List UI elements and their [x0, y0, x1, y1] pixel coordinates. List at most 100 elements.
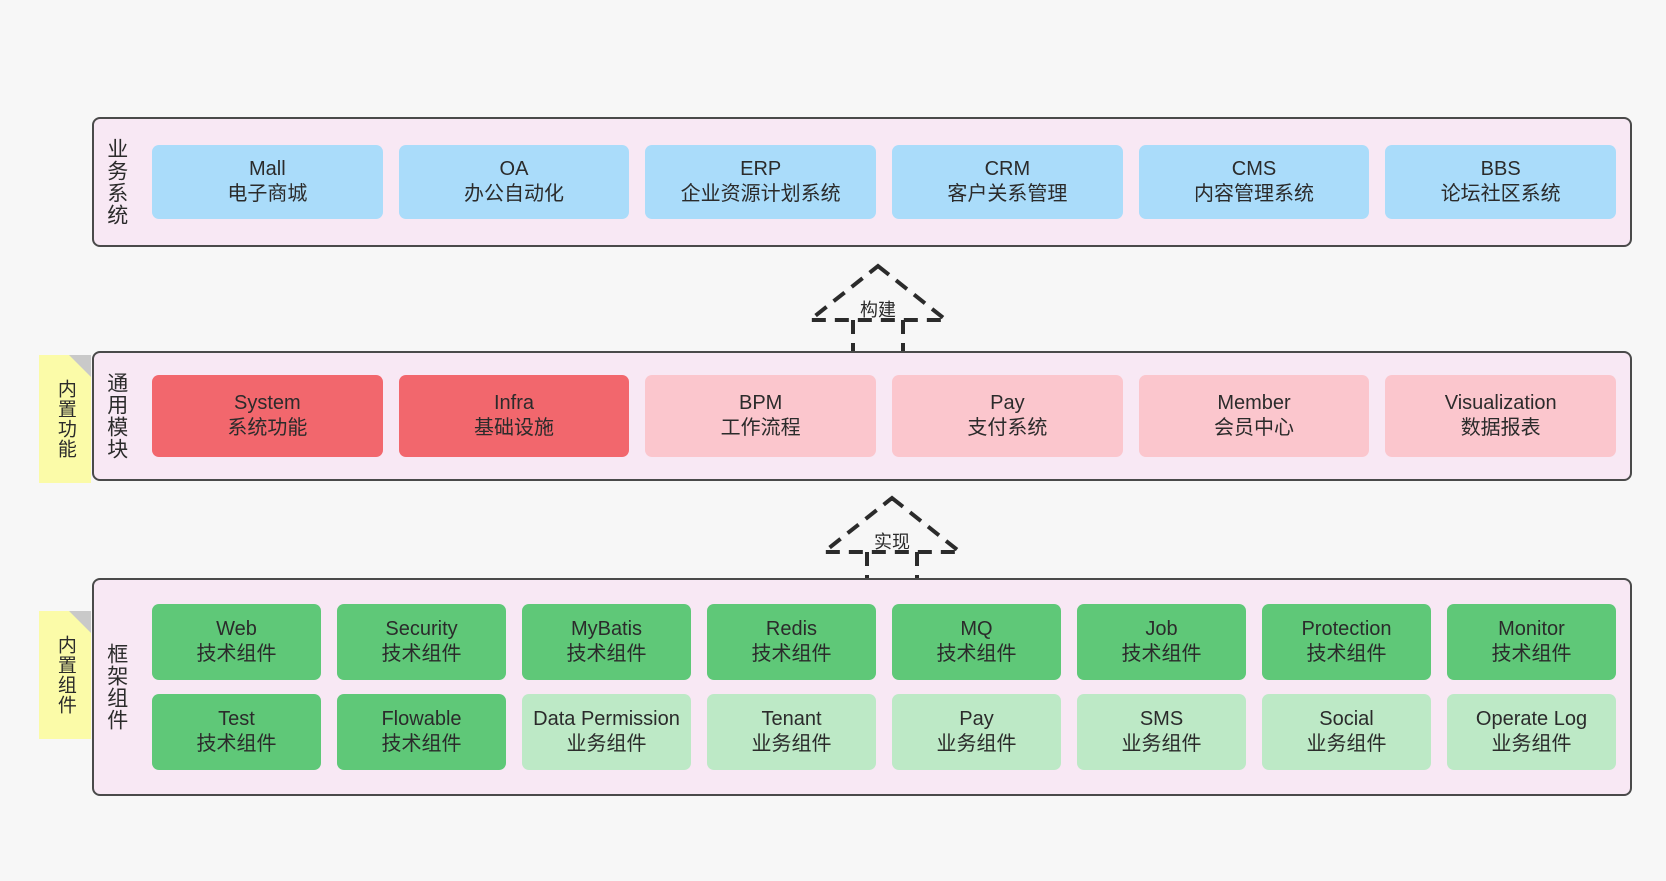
- card-title: Pay: [959, 707, 994, 730]
- card-test[interactable]: Test 技术组件: [152, 694, 321, 770]
- card-row-technical: Web 技术组件 Security 技术组件 MyBatis 技术组件 Redi…: [152, 604, 1616, 680]
- card-subtitle: 办公自动化: [464, 183, 564, 205]
- card-monitor[interactable]: Monitor 技术组件: [1447, 604, 1616, 680]
- layer-title-common-modules: 通用模块: [104, 372, 128, 460]
- card-title: Test: [218, 707, 255, 730]
- card-job[interactable]: Job 技术组件: [1077, 604, 1246, 680]
- card-row: Mall 电子商城 OA 办公自动化 ERP 企业资源计划系统 CRM 客户关系…: [152, 145, 1617, 219]
- card-tenant[interactable]: Tenant 业务组件: [707, 694, 876, 770]
- card-visualization[interactable]: Visualization 数据报表: [1385, 375, 1617, 457]
- card-web[interactable]: Web 技术组件: [152, 604, 321, 680]
- card-subtitle: 数据报表: [1460, 417, 1541, 439]
- card-subtitle: 工作流程: [720, 417, 801, 439]
- card-subtitle: 电子商城: [227, 183, 308, 205]
- note-fold-icon: [69, 611, 91, 633]
- card-protection[interactable]: Protection 技术组件: [1262, 604, 1431, 680]
- card-subtitle: 客户关系管理: [947, 183, 1068, 205]
- note-label: 内置功能: [54, 379, 76, 459]
- card-subtitle: 技术组件: [566, 643, 647, 665]
- card-erp[interactable]: ERP 企业资源计划系统: [645, 145, 877, 219]
- card-title: Operate Log: [1475, 707, 1588, 730]
- card-mall[interactable]: Mall 电子商城: [152, 145, 383, 219]
- connector-label: 构建: [860, 300, 896, 320]
- card-subtitle: 技术组件: [381, 733, 462, 755]
- layer-business-systems: 业务系统 Mall 电子商城 OA 办公自动化 ERP 企业资源计划系统 CRM…: [92, 117, 1632, 247]
- card-title: CRM: [984, 157, 1031, 180]
- card-title: Protection: [1301, 617, 1392, 640]
- card-title: Web: [216, 617, 257, 640]
- card-subtitle: 技术组件: [1121, 643, 1202, 665]
- card-title: System: [233, 391, 301, 414]
- card-subtitle: 业务组件: [936, 733, 1017, 755]
- card-member[interactable]: Member 会员中心: [1138, 375, 1370, 457]
- card-title: Member: [1217, 391, 1291, 414]
- card-title: Infra: [493, 391, 535, 414]
- card-title: Tenant: [761, 707, 822, 730]
- card-infra[interactable]: Infra 基础设施: [398, 375, 630, 457]
- note-fold-icon: [69, 355, 91, 377]
- layer-title-framework-components: 框架组件: [104, 643, 128, 731]
- connector-implement: 实现: [812, 490, 972, 590]
- sticky-note-builtin-features: 内置功能: [39, 355, 91, 483]
- layer-title-business-systems: 业务系统: [104, 138, 128, 226]
- card-title: Security: [385, 617, 458, 640]
- card-social[interactable]: Social 业务组件: [1262, 694, 1431, 770]
- card-subtitle: 技术组件: [751, 643, 832, 665]
- card-subtitle: 技术组件: [196, 643, 277, 665]
- card-subtitle: 技术组件: [1306, 643, 1387, 665]
- card-subtitle: 业务组件: [1491, 733, 1572, 755]
- card-subtitle: 基础设施: [474, 417, 554, 439]
- card-title: Pay: [990, 391, 1025, 414]
- card-subtitle: 支付系统: [967, 417, 1048, 439]
- card-bbs[interactable]: BBS 论坛社区系统: [1385, 145, 1617, 219]
- card-oa[interactable]: OA 办公自动化: [398, 145, 630, 219]
- card-subtitle: 技术组件: [936, 643, 1017, 665]
- card-operate-log[interactable]: Operate Log 业务组件: [1447, 694, 1616, 770]
- card-title: BPM: [739, 391, 783, 414]
- card-bpm[interactable]: BPM 工作流程: [645, 375, 877, 457]
- card-title: Visualization: [1444, 391, 1557, 414]
- layer-body-business-systems: Mall 电子商城 OA 办公自动化 ERP 企业资源计划系统 CRM 客户关系…: [138, 119, 1630, 245]
- card-title: Mall: [249, 157, 286, 180]
- card-title: ERP: [740, 157, 782, 180]
- card-title: MyBatis: [570, 617, 643, 640]
- layer-framework-components: 框架组件 Web 技术组件 Security 技术组件 MyBatis 技术组件…: [92, 578, 1632, 796]
- card-subtitle: 系统功能: [227, 417, 308, 439]
- card-data-permission[interactable]: Data Permission 业务组件: [522, 694, 691, 770]
- card-pay-business[interactable]: Pay 业务组件: [892, 694, 1061, 770]
- card-title: CMS: [1231, 157, 1277, 180]
- card-subtitle: 论坛社区系统: [1440, 183, 1561, 205]
- card-subtitle: 技术组件: [1491, 643, 1572, 665]
- layer-body-framework-components: Web 技术组件 Security 技术组件 MyBatis 技术组件 Redi…: [138, 580, 1630, 794]
- card-subtitle: 业务组件: [751, 733, 832, 755]
- sticky-note-builtin-components: 内置组件: [39, 611, 91, 739]
- card-crm[interactable]: CRM 客户关系管理: [892, 145, 1123, 219]
- card-mybatis[interactable]: MyBatis 技术组件: [522, 604, 691, 680]
- card-title: MQ: [960, 617, 993, 640]
- layer-body-common-modules: System 系统功能 Infra 基础设施 BPM 工作流程 Pay 支付系统…: [138, 353, 1630, 479]
- layer-common-modules: 通用模块 System 系统功能 Infra 基础设施 BPM 工作流程 Pay…: [92, 351, 1632, 481]
- card-title: OA: [499, 157, 529, 180]
- card-title: Redis: [765, 617, 818, 640]
- card-system[interactable]: System 系统功能: [152, 375, 383, 457]
- note-label: 内置组件: [54, 635, 76, 715]
- card-subtitle: 技术组件: [381, 643, 462, 665]
- card-subtitle: 内容管理系统: [1194, 183, 1315, 205]
- card-sms[interactable]: SMS 业务组件: [1077, 694, 1246, 770]
- card-redis[interactable]: Redis 技术组件: [707, 604, 876, 680]
- card-pay[interactable]: Pay 支付系统: [892, 375, 1123, 457]
- card-subtitle: 业务组件: [1306, 733, 1387, 755]
- card-title: BBS: [1480, 157, 1521, 180]
- card-flowable[interactable]: Flowable 技术组件: [337, 694, 506, 770]
- card-cms[interactable]: CMS 内容管理系统: [1138, 145, 1370, 219]
- card-subtitle: 企业资源计划系统: [680, 183, 841, 205]
- connector-build: 构建: [798, 258, 958, 358]
- card-title: SMS: [1139, 707, 1184, 730]
- card-mq[interactable]: MQ 技术组件: [892, 604, 1061, 680]
- card-row: System 系统功能 Infra 基础设施 BPM 工作流程 Pay 支付系统…: [152, 375, 1617, 457]
- card-row-business: Test 技术组件 Flowable 技术组件 Data Permission …: [152, 694, 1616, 770]
- card-subtitle: 业务组件: [1121, 733, 1202, 755]
- card-security[interactable]: Security 技术组件: [337, 604, 506, 680]
- card-title: Job: [1145, 617, 1178, 640]
